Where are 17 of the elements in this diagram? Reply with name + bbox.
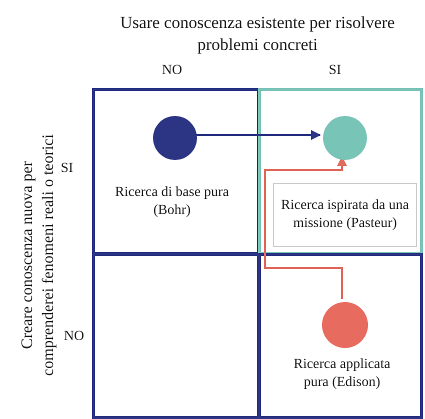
arrow [194, 130, 321, 140]
column-label: NO [160, 62, 184, 80]
quadrant-box [92, 253, 260, 419]
column-label: SI [328, 62, 342, 80]
axis-title: Creare conoscenza nuova per comprenderei fenomeni reali o teorici [18, 133, 58, 378]
circle-marker [322, 302, 368, 348]
quadrant-box [258, 88, 423, 255]
caption-text: Ricerca di base pura (Bohr) [114, 184, 230, 220]
row-label: SI [60, 160, 74, 178]
row-label: NO [62, 328, 86, 346]
circle-marker [323, 116, 367, 160]
circle-marker [153, 116, 197, 160]
quadrant-box [92, 88, 260, 255]
text-box: Ricerca ispirata da una missione (Pasteur) [273, 183, 417, 247]
axis-title: Usare conoscenza esistente per risolvere problemi concreti [119, 12, 396, 56]
caption-text: Ricerca applicata pura (Edison) [292, 356, 392, 392]
quadrant-box [258, 253, 423, 419]
